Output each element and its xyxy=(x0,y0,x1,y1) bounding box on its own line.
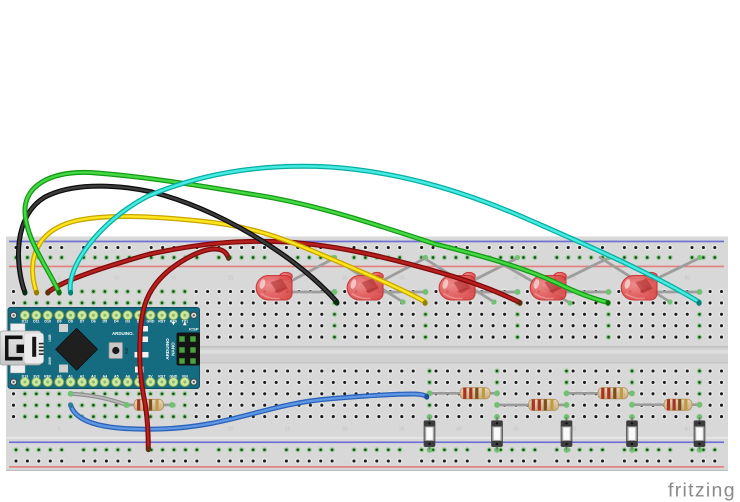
svg-text:USB: USB xyxy=(48,334,52,342)
svg-text:D5: D5 xyxy=(102,320,107,324)
svg-text:REF: REF xyxy=(44,375,52,379)
svg-text:D7: D7 xyxy=(80,320,85,324)
svg-text:D11: D11 xyxy=(33,320,39,324)
svg-text:30: 30 xyxy=(342,276,348,282)
svg-text:3V3: 3V3 xyxy=(33,375,39,379)
svg-text:20: 20 xyxy=(228,276,234,282)
svg-text:35: 35 xyxy=(399,427,405,433)
svg-text:5V: 5V xyxy=(148,375,153,379)
svg-text:NANO: NANO xyxy=(170,342,175,356)
svg-text:A2: A2 xyxy=(80,375,85,379)
svg-text:5: 5 xyxy=(58,276,61,282)
svg-text:50: 50 xyxy=(570,427,576,433)
svg-text:10: 10 xyxy=(114,276,120,282)
svg-text:35: 35 xyxy=(399,276,405,282)
svg-text:60: 60 xyxy=(685,276,691,282)
svg-text:50: 50 xyxy=(570,276,576,282)
svg-text:15: 15 xyxy=(171,276,177,282)
svg-text:fritzing: fritzing xyxy=(668,480,736,502)
svg-text:60: 60 xyxy=(685,427,691,433)
svg-text:A3: A3 xyxy=(91,375,96,379)
svg-text:30: 30 xyxy=(342,427,348,433)
svg-text:D13: D13 xyxy=(22,375,29,379)
svg-text:A0: A0 xyxy=(57,375,62,379)
svg-text:D6: D6 xyxy=(91,320,96,324)
svg-text:ICSP: ICSP xyxy=(189,327,199,332)
svg-text:D4: D4 xyxy=(114,320,119,324)
svg-text:20: 20 xyxy=(228,427,234,433)
svg-text:45: 45 xyxy=(513,276,519,282)
svg-text:D3: D3 xyxy=(125,320,130,324)
svg-text:ARDUINO.: ARDUINO. xyxy=(112,331,134,336)
svg-text:GND: GND xyxy=(169,375,177,379)
svg-text:TX1: TX1 xyxy=(182,320,189,324)
svg-text:40: 40 xyxy=(456,427,462,433)
svg-text:2009: 2009 xyxy=(48,357,52,365)
svg-text:45: 45 xyxy=(513,427,519,433)
svg-text:D9: D9 xyxy=(57,320,62,324)
svg-text:RST: RST xyxy=(158,375,166,379)
svg-text:RST: RST xyxy=(158,320,166,324)
svg-text:A6: A6 xyxy=(125,375,130,379)
svg-text:RX0: RX0 xyxy=(170,320,177,324)
svg-text:ARDUINO: ARDUINO xyxy=(165,338,170,360)
svg-text:D8: D8 xyxy=(68,320,73,324)
svg-text:5: 5 xyxy=(58,427,61,433)
svg-text:RST: RST xyxy=(125,346,129,354)
svg-text:GND: GND xyxy=(147,320,155,324)
svg-text:A4: A4 xyxy=(102,375,107,379)
svg-text:A5: A5 xyxy=(114,375,119,379)
svg-text:VIN: VIN xyxy=(182,375,188,379)
svg-text:D12: D12 xyxy=(22,320,29,324)
svg-text:D10: D10 xyxy=(44,320,51,324)
svg-text:25: 25 xyxy=(285,427,291,433)
svg-text:A1: A1 xyxy=(68,375,73,379)
